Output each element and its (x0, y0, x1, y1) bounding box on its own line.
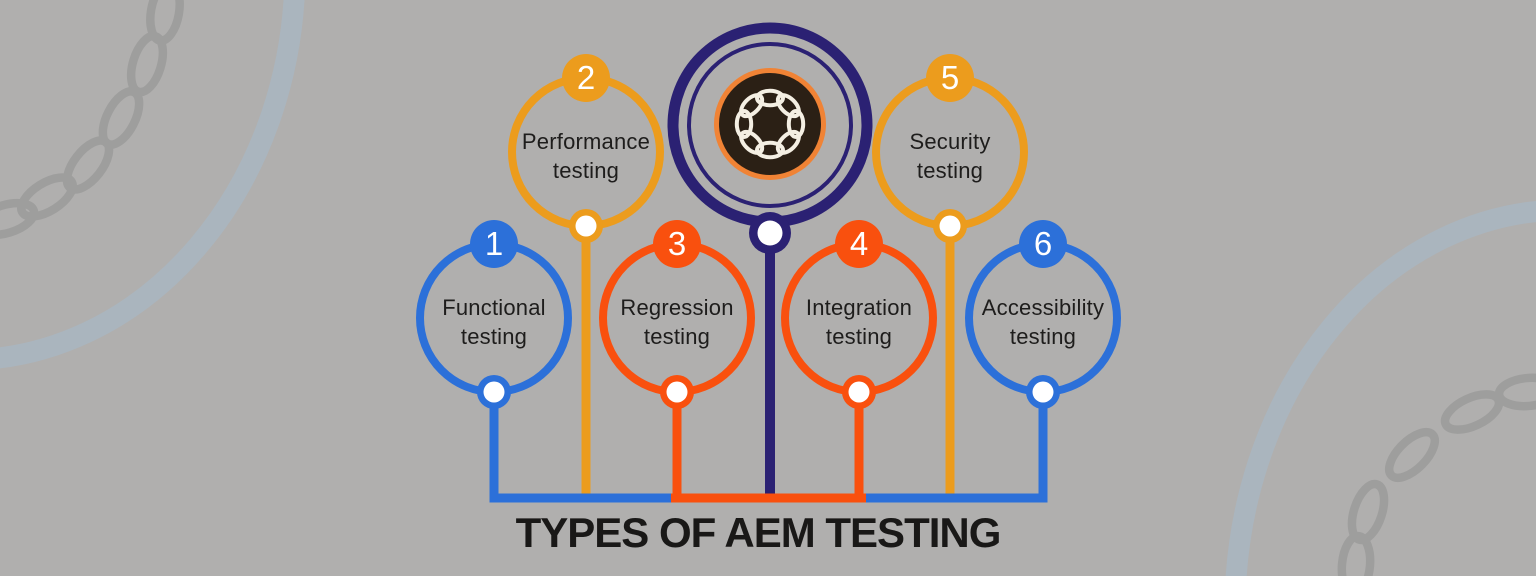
node-regression-center (666, 381, 688, 403)
label-line: Security (909, 129, 991, 154)
decor-chain-bottom-right-icon (1337, 373, 1536, 576)
connector-nodes (477, 209, 1060, 409)
label-line: testing (460, 324, 528, 349)
node-functional-center (483, 381, 505, 403)
label-line: Performance (521, 129, 651, 154)
label-line: testing (643, 324, 711, 349)
label-performance-testing: Performance testing (496, 127, 676, 185)
badge-performance (562, 54, 610, 102)
label-line: Functional (442, 295, 546, 320)
aem-emblem (667, 22, 873, 254)
label-line: testing (1009, 324, 1077, 349)
label-regression-testing: Regression testing (587, 293, 767, 351)
label-line: Integration (805, 295, 913, 320)
node-accessibility-center (1032, 381, 1054, 403)
aem-chain-logo-icon (734, 88, 806, 160)
node-performance-center (575, 215, 597, 237)
badge-security (926, 54, 974, 102)
label-functional-testing: Functional testing (404, 293, 584, 351)
label-line: Accessibility (981, 295, 1105, 320)
badge-integration (835, 220, 883, 268)
badge-number-regression: 3 (667, 225, 687, 262)
badge-number-integration: 4 (849, 225, 869, 262)
label-line: testing (825, 324, 893, 349)
emblem-disc (719, 73, 821, 175)
badge-accessibility (1019, 220, 1067, 268)
label-line: testing (552, 158, 620, 183)
badge-number-accessibility: 6 (1033, 225, 1053, 262)
badge-number-functional: 1 (484, 225, 504, 262)
emblem-node-center (757, 220, 783, 246)
page-title: TYPES OF AEM TESTING (515, 509, 1002, 556)
label-security-testing: Security testing (860, 127, 1040, 185)
label-accessibility-testing: Accessibility testing (953, 293, 1133, 351)
number-badges (470, 54, 1067, 268)
connector-functional (489, 391, 676, 503)
badge-functional (470, 220, 518, 268)
label-line: testing (916, 158, 984, 183)
label-integration-testing: Integration testing (769, 293, 949, 351)
node-integration-center (848, 381, 870, 403)
decor-chain-top-left-icon (0, 0, 184, 240)
label-line: Regression (620, 295, 734, 320)
badge-number-security: 5 (940, 59, 960, 96)
badge-regression (653, 220, 701, 268)
badge-number-performance: 2 (576, 59, 596, 96)
emblem-middle-ring (687, 42, 853, 208)
node-security-center (939, 215, 961, 237)
connector-accessibility (861, 391, 1048, 503)
